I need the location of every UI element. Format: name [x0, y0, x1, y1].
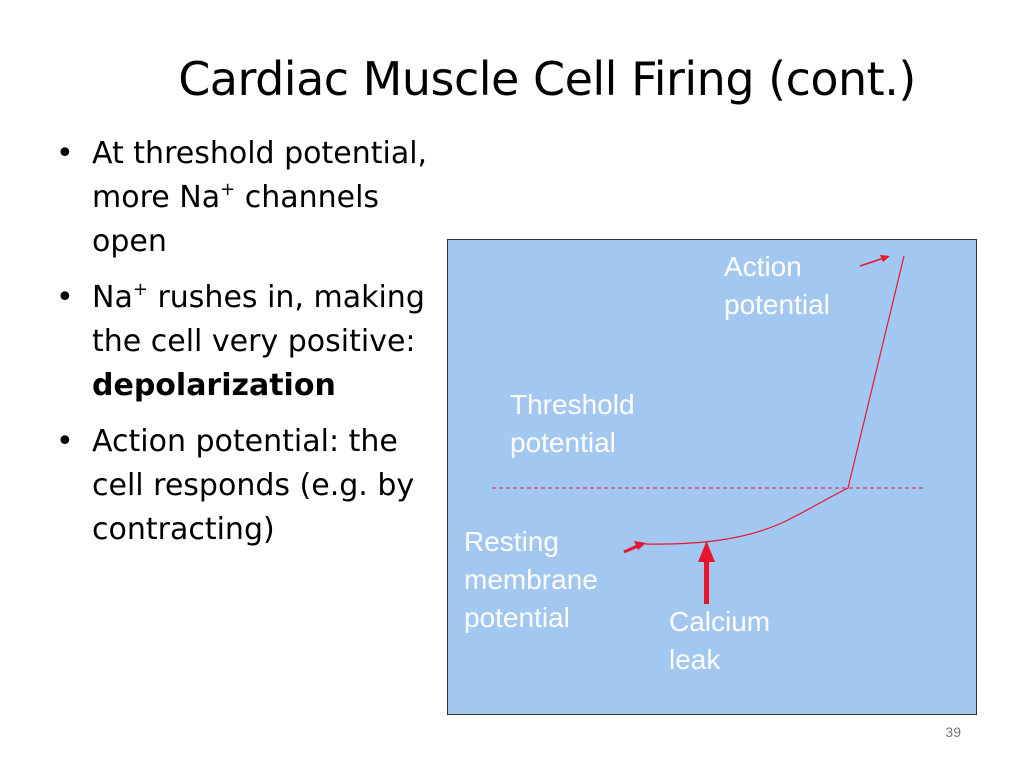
- bullet-item: • At threshold potential, more Na+ chann…: [52, 132, 432, 264]
- calcium-leak-arrow-head-icon: [698, 541, 715, 562]
- action-arrow-icon: [859, 257, 885, 267]
- calcium-leak-label: Calcium leak: [669, 606, 771, 675]
- bullet-dot-icon: •: [56, 424, 74, 459]
- bullet-dot-icon: •: [56, 280, 74, 315]
- slide-title: Cardiac Muscle Cell Firing (cont.): [178, 52, 916, 106]
- resting-arrow-head-icon: [634, 541, 646, 550]
- action-arrow-head-icon: [880, 255, 890, 262]
- calcium-leak-arrow-icon: [704, 560, 709, 604]
- bullet-item: • Action potential: the cell responds (e…: [52, 420, 432, 552]
- potential-curve: [644, 255, 905, 545]
- bullet-list: • At threshold potential, more Na+ chann…: [52, 132, 432, 564]
- bullet-item: • Na+ rushes in, making the cell very po…: [52, 276, 432, 408]
- threshold-potential-label: Threshold potential: [510, 389, 635, 458]
- diagram-graphic: [492, 255, 926, 604]
- membrane-potential-diagram: Action potential Threshold potential Res…: [447, 239, 977, 715]
- bullet-dot-icon: •: [56, 136, 74, 171]
- action-potential-label: Action potential: [724, 251, 830, 320]
- slide-number: 39: [945, 724, 961, 740]
- resting-potential-label: Resting membrane potential: [464, 526, 598, 633]
